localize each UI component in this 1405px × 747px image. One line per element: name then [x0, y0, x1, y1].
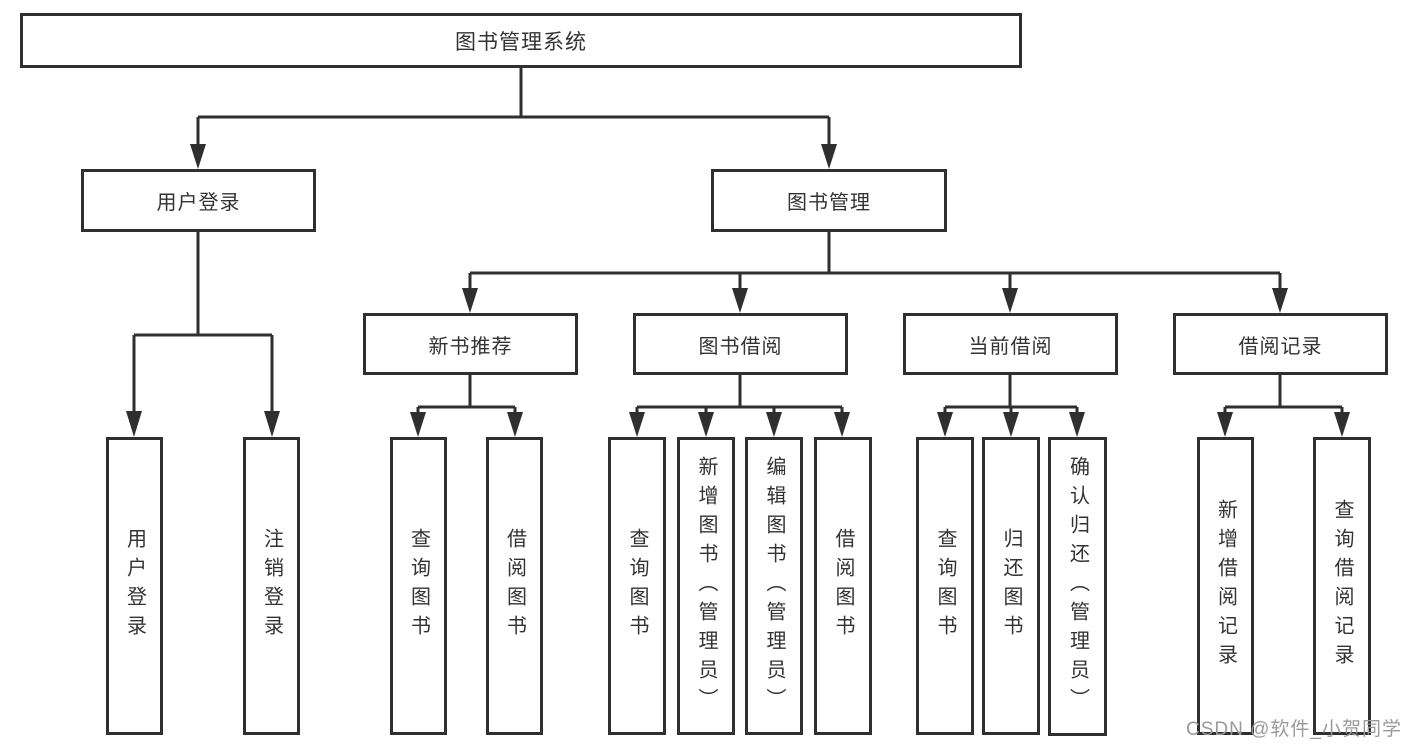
- node-label: 当前借阅: [968, 335, 1053, 358]
- node-label: 借阅图书: [832, 528, 854, 644]
- node-label: 借阅记录: [1238, 335, 1323, 358]
- node-label: 编辑图书（管理员）: [763, 455, 785, 717]
- leaf-borrow-books: 借阅图书: [814, 437, 872, 735]
- leaf-confirm-return-admin: 确认归还（管理员）: [1048, 437, 1107, 736]
- leaf-user-login: 用户登录: [106, 437, 163, 735]
- node-label: 查询图书: [934, 528, 956, 644]
- node-label: 新增借阅记录: [1214, 499, 1237, 673]
- leaf-return-book: 归还图书: [982, 437, 1040, 735]
- node-label: 图书管理: [787, 192, 871, 214]
- node-label: 查询图书: [626, 528, 648, 644]
- leaf-logout: 注销登录: [243, 437, 300, 735]
- node-label: 借阅图书: [503, 528, 526, 644]
- node-new-book-recommend: 新书推荐: [363, 313, 578, 375]
- node-label: 注销登录: [260, 528, 283, 644]
- leaf-edit-book-admin: 编辑图书（管理员）: [745, 437, 803, 735]
- node-current-borrowing: 当前借阅: [903, 313, 1118, 375]
- node-user-login: 用户登录: [81, 169, 316, 232]
- node-label: 新增图书（管理员）: [695, 455, 717, 717]
- node-label: 图书借阅: [698, 335, 783, 358]
- node-label: 图书管理系统: [455, 30, 587, 54]
- leaf-query-books-current: 查询图书: [916, 437, 974, 735]
- node-label: 归还图书: [1000, 528, 1022, 644]
- arrow-down-icon: [126, 144, 1350, 437]
- node-label: 新书推荐: [428, 335, 513, 358]
- node-label: 用户登录: [123, 528, 146, 644]
- node-label: 查询图书: [407, 528, 430, 644]
- node-system-root: 图书管理系统: [20, 13, 1022, 68]
- node-label: 用户登录: [156, 192, 241, 214]
- node-book-borrowing: 图书借阅: [633, 313, 848, 375]
- leaf-query-books-recommend: 查询图书: [390, 437, 447, 735]
- leaf-add-borrow-record: 新增借阅记录: [1197, 437, 1254, 735]
- node-book-management: 图书管理: [711, 169, 947, 232]
- leaf-query-borrow-record: 查询借阅记录: [1313, 437, 1371, 735]
- node-borrow-records: 借阅记录: [1173, 313, 1388, 375]
- leaf-add-book-admin: 新增图书（管理员）: [677, 437, 735, 735]
- watermark-text: CSDN @软件_小贺同学: [1186, 719, 1402, 740]
- node-label: 查询借阅记录: [1331, 499, 1353, 673]
- node-label: 确认归还（管理员）: [1066, 456, 1089, 717]
- leaf-query-books-borrow: 查询图书: [608, 437, 666, 735]
- leaf-borrow-books-recommend: 借阅图书: [486, 437, 543, 735]
